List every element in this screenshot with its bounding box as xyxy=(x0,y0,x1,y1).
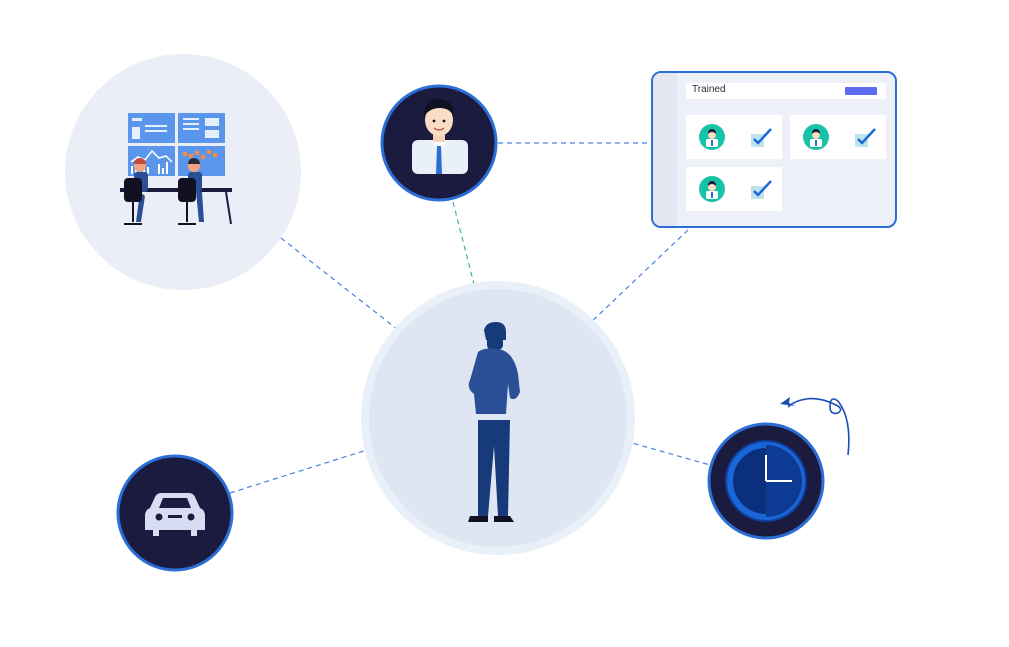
person-avatar-icon xyxy=(412,98,468,174)
standing-person-icon xyxy=(468,322,520,522)
panel-header-button[interactable] xyxy=(845,87,877,95)
panel-title: Trained xyxy=(692,84,726,95)
connector-panel xyxy=(587,229,689,326)
monitoring-node xyxy=(65,54,301,290)
employee-avatar-icon xyxy=(803,124,829,150)
trained-card xyxy=(686,167,782,211)
clock-node xyxy=(707,422,825,540)
panel-header: Trained xyxy=(686,83,886,99)
connector-monitoring xyxy=(280,237,403,334)
panel-sidebar xyxy=(653,73,677,226)
connector-car xyxy=(229,448,371,494)
connector-clock xyxy=(624,440,711,466)
control-room-icon xyxy=(120,113,232,225)
clock-icon xyxy=(725,440,807,522)
trained-panel: Trained xyxy=(651,71,897,228)
employee-avatar-icon xyxy=(699,124,725,150)
connector-employee xyxy=(452,201,477,293)
checkmark-icon xyxy=(855,128,876,147)
car-icon xyxy=(145,493,205,536)
curved-arrow-icon xyxy=(787,397,850,456)
trained-card xyxy=(686,115,782,159)
car-node xyxy=(116,454,234,572)
arrow-head-icon xyxy=(780,397,795,406)
employee-avatar-icon xyxy=(699,176,725,202)
hub-node xyxy=(361,281,635,555)
checkmark-icon xyxy=(751,180,772,199)
trained-card xyxy=(790,115,886,159)
connector-lines xyxy=(229,142,711,494)
checkmark-icon xyxy=(751,128,772,147)
employee-node xyxy=(380,84,498,202)
